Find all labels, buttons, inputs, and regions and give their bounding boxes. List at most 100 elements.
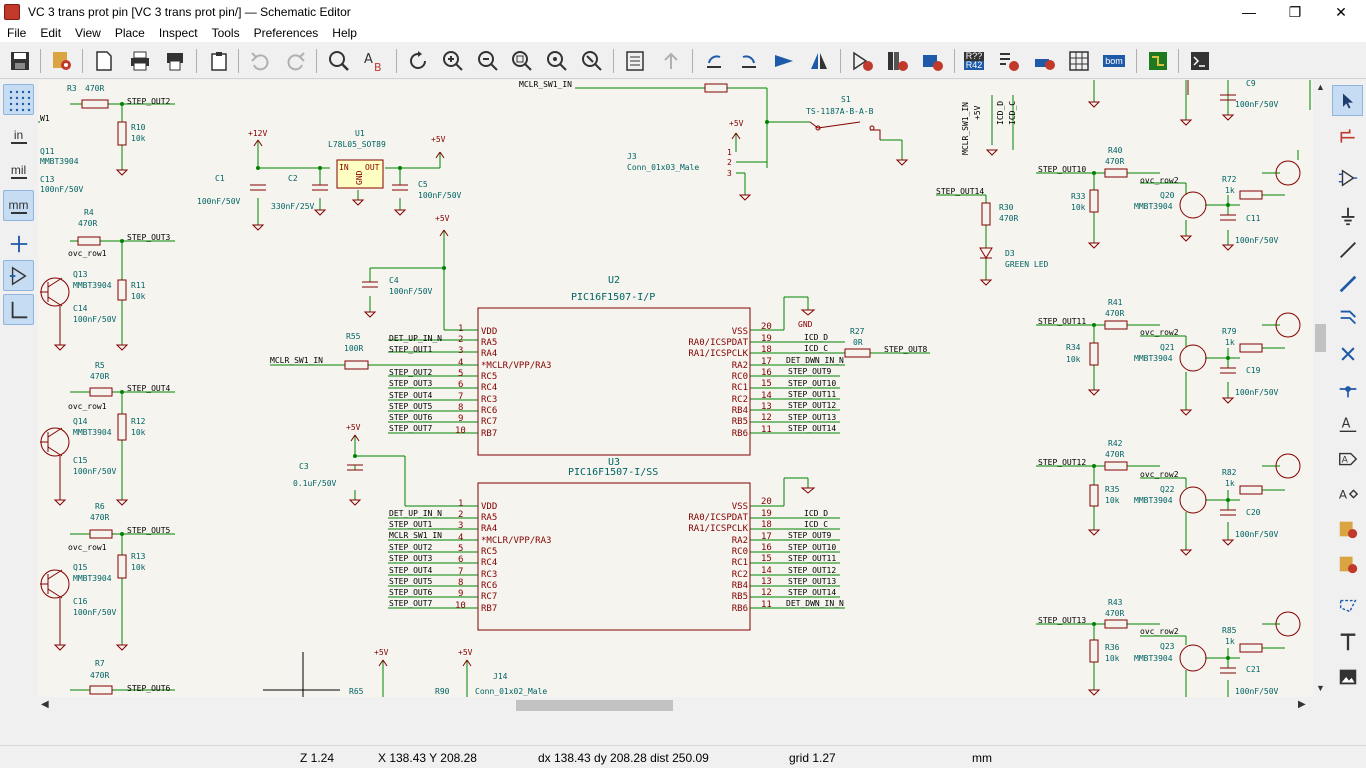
no-connect-icon[interactable] bbox=[1332, 338, 1363, 369]
zoom-fit-icon[interactable] bbox=[508, 47, 536, 75]
vertical-scrollbar[interactable]: ▲ ▼ bbox=[1313, 80, 1328, 697]
erc-icon[interactable] bbox=[995, 47, 1023, 75]
u1-pin-out: OUT bbox=[365, 163, 380, 172]
svg-text:5: 5 bbox=[458, 544, 463, 554]
bus-entry-icon[interactable] bbox=[1332, 302, 1363, 333]
select-tool-icon[interactable] bbox=[1332, 85, 1363, 116]
rotate-ccw-icon[interactable] bbox=[700, 47, 728, 75]
net-label-step-out11: STEP_OUT11 bbox=[1038, 317, 1086, 326]
add-global-label-icon[interactable]: A bbox=[1332, 443, 1363, 474]
fields-table-icon[interactable] bbox=[1065, 47, 1093, 75]
find-icon[interactable] bbox=[325, 47, 353, 75]
add-junction-icon[interactable] bbox=[1332, 373, 1363, 404]
footprint-assign-icon[interactable] bbox=[918, 47, 946, 75]
add-sheet-icon[interactable] bbox=[1332, 513, 1363, 544]
bom-icon[interactable]: bom bbox=[1103, 55, 1125, 67]
cursor-crosshair-icon[interactable] bbox=[3, 228, 34, 259]
maximize-button[interactable]: ❐ bbox=[1288, 3, 1302, 20]
horizontal-scroll-thumb[interactable] bbox=[516, 700, 673, 711]
schematic-canvas[interactable]: MCLR_SW1_IN STEP_OUT2 STEP_OUT3 STEP_OUT… bbox=[38, 80, 1313, 697]
net-u2-so14: STEP_OUT14 bbox=[788, 424, 836, 433]
plot-icon[interactable] bbox=[161, 47, 189, 75]
mirror-h-icon[interactable] bbox=[805, 47, 833, 75]
svg-text:10: 10 bbox=[455, 601, 466, 611]
bus-unfold-icon[interactable] bbox=[1030, 47, 1058, 75]
net-label-mclr: MCLR_SW1_IN bbox=[519, 80, 572, 89]
menu-inspect[interactable]: Inspect bbox=[158, 26, 198, 40]
left-toolbar: in mil mm bbox=[0, 80, 37, 715]
add-wire-icon[interactable] bbox=[1332, 234, 1363, 265]
svg-text:A: A bbox=[364, 52, 373, 67]
add-bus-icon[interactable] bbox=[1332, 268, 1363, 299]
menu-view[interactable]: View bbox=[75, 26, 101, 40]
scroll-up-icon[interactable]: ▲ bbox=[1316, 82, 1325, 92]
close-button[interactable]: ✕ bbox=[1335, 3, 1347, 20]
schematic-setup-icon[interactable] bbox=[48, 47, 76, 75]
menu-preferences[interactable]: Preferences bbox=[253, 26, 319, 40]
units-mm-button[interactable]: mm bbox=[3, 190, 34, 221]
units-inch-button[interactable]: in bbox=[3, 120, 34, 151]
page-settings-icon[interactable] bbox=[90, 47, 118, 75]
vertical-scroll-thumb[interactable] bbox=[1315, 324, 1326, 352]
window-title: VC 3 trans prot pin [VC 3 trans prot pin… bbox=[28, 5, 351, 19]
add-label-icon[interactable]: A bbox=[1332, 408, 1363, 439]
paste-icon[interactable] bbox=[205, 47, 233, 75]
svg-text:VSS: VSS bbox=[732, 327, 748, 337]
line-mode-icon[interactable] bbox=[3, 294, 34, 325]
ref-c2: C2 bbox=[288, 174, 298, 183]
add-text-icon[interactable] bbox=[1332, 626, 1363, 657]
add-hier-label-icon[interactable]: A bbox=[1332, 478, 1363, 509]
grid-toggle-icon[interactable] bbox=[3, 84, 34, 115]
print-icon[interactable] bbox=[126, 47, 154, 75]
zoom-selection-icon[interactable] bbox=[578, 47, 606, 75]
svg-text:RB5: RB5 bbox=[732, 417, 748, 427]
menu-tools[interactable]: Tools bbox=[211, 26, 240, 40]
menu-edit[interactable]: Edit bbox=[40, 26, 62, 40]
minimize-button[interactable]: — bbox=[1242, 4, 1256, 20]
net-label-step-out8: STEP_OUT8 bbox=[884, 345, 928, 354]
zoom-objects-icon[interactable] bbox=[543, 47, 571, 75]
leave-sheet-icon[interactable] bbox=[657, 47, 685, 75]
menu-help[interactable]: Help bbox=[332, 26, 357, 40]
redo-icon[interactable] bbox=[282, 47, 310, 75]
undo-icon[interactable] bbox=[246, 47, 274, 75]
highlight-net-icon[interactable] bbox=[1332, 120, 1363, 151]
hierarchy-navigator-icon[interactable] bbox=[621, 47, 649, 75]
val-q11: MMBT3904 bbox=[40, 157, 79, 166]
symbol-editor-icon[interactable] bbox=[848, 47, 876, 75]
ref-j3: J3 bbox=[627, 152, 637, 161]
scroll-left-icon[interactable]: ◀ bbox=[41, 699, 49, 710]
zoom-out-icon[interactable] bbox=[474, 47, 502, 75]
add-power-icon[interactable] bbox=[1332, 200, 1363, 231]
menu-place[interactable]: Place bbox=[114, 26, 145, 40]
title-bar: VC 3 trans prot pin [VC 3 trans prot pin… bbox=[0, 0, 1366, 24]
menu-file[interactable]: File bbox=[7, 26, 27, 40]
scroll-right-icon[interactable]: ▶ bbox=[1298, 699, 1306, 710]
val-r40: 470R bbox=[1105, 157, 1124, 166]
svg-text:VSS: VSS bbox=[732, 502, 748, 512]
annotate-icon[interactable]: R?? R42 bbox=[963, 51, 985, 70]
rotate-cw-icon[interactable] bbox=[735, 47, 763, 75]
symbol-library-icon[interactable] bbox=[883, 47, 911, 75]
add-graphic-line-icon[interactable] bbox=[1332, 590, 1363, 621]
zoom-in-icon[interactable] bbox=[439, 47, 467, 75]
svg-text:18: 18 bbox=[761, 345, 772, 355]
svg-text:1: 1 bbox=[458, 324, 463, 334]
units-mil-button[interactable]: mil bbox=[10, 162, 27, 179]
scripting-console-icon[interactable] bbox=[1186, 47, 1214, 75]
svg-text:16: 16 bbox=[761, 543, 772, 553]
svg-text:RB7: RB7 bbox=[481, 429, 497, 439]
scroll-down-icon[interactable]: ▼ bbox=[1316, 683, 1325, 693]
j3-pin-2: 2 bbox=[727, 158, 732, 167]
show-hidden-pins-icon[interactable] bbox=[3, 260, 34, 291]
mirror-v-icon[interactable] bbox=[770, 47, 798, 75]
save-icon[interactable] bbox=[6, 47, 34, 75]
pcb-editor-icon[interactable] bbox=[1144, 47, 1172, 75]
add-image-icon[interactable] bbox=[1332, 661, 1363, 692]
import-sheet-pin-icon[interactable] bbox=[1332, 548, 1363, 579]
horizontal-scrollbar[interactable]: ◀ ▶ bbox=[38, 697, 1313, 714]
svg-text:RA1/ICSPCLK: RA1/ICSPCLK bbox=[688, 524, 748, 534]
refresh-icon[interactable] bbox=[404, 47, 432, 75]
add-symbol-icon[interactable] bbox=[1332, 162, 1363, 193]
